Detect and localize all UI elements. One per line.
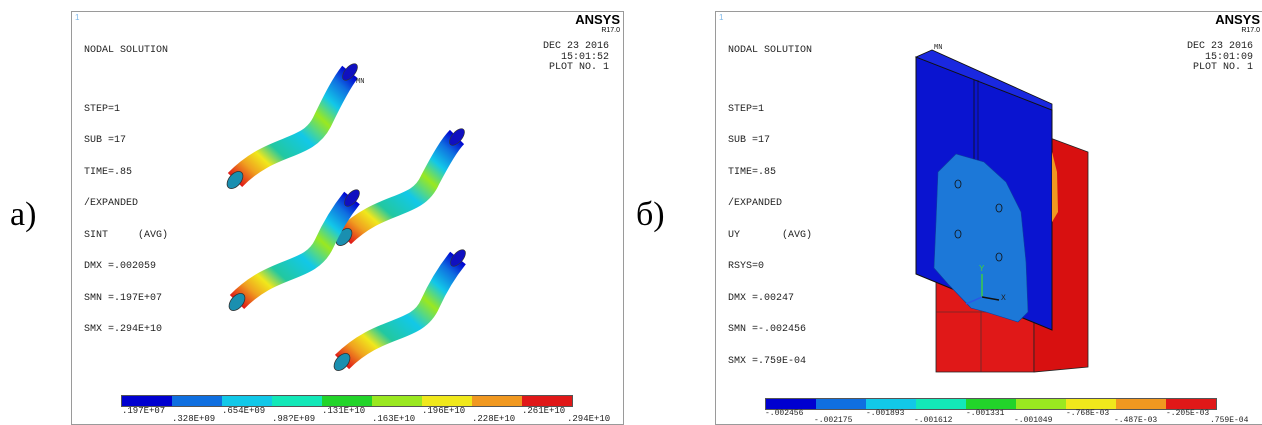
legend-swatch — [1116, 399, 1166, 409]
panel-a-label: а) — [10, 196, 37, 233]
max-location-label: MN — [356, 78, 365, 86]
window-number: 1 — [75, 13, 80, 22]
legend-tick: .759E-04 — [1210, 416, 1249, 425]
plot-number: PLOT NO. 1 — [548, 62, 609, 73]
legend-tick: .131E+10 — [322, 406, 366, 416]
legend-tick: .197E+07 — [122, 406, 166, 416]
contour-region — [933, 152, 1058, 323]
legend-swatch — [1066, 399, 1116, 409]
y-axis-label: Y — [979, 264, 985, 274]
result-info: NODAL SOLUTION STEP=1 SUB =17 TIME=.85 /… — [728, 25, 812, 388]
legend-swatch — [816, 399, 866, 409]
pipe-2 — [335, 128, 465, 246]
legend-tick: -.001049 — [1014, 416, 1053, 425]
info-smn: SMN =.197E+07 — [84, 292, 163, 304]
info-expanded: /EXPANDED — [84, 198, 139, 209]
legend-swatch — [122, 396, 172, 406]
panel-a-viewport: 1 NODAL SOLUTION STEP=1 SUB =17 TIME=.85… — [71, 11, 624, 425]
legend-tick: -.002456 — [765, 409, 804, 418]
plot-time: 15:01:09 — [1204, 51, 1253, 63]
pipe-1 — [226, 63, 358, 189]
plot-number: PLOT NO. 1 — [1192, 62, 1253, 73]
legend-swatch — [866, 399, 916, 409]
legend-tick: -.002175 — [814, 416, 853, 425]
info-step: STEP=1 — [728, 103, 765, 115]
legend-swatch — [222, 396, 272, 406]
legend-tick: .261E+10 — [522, 406, 566, 416]
legend-tick: .654E+09 — [222, 406, 266, 416]
result-info: NODAL SOLUTION STEP=1 SUB =17 TIME=.85 /… — [84, 25, 168, 357]
ansys-logo: ANSYS — [575, 12, 620, 27]
info-dmx: DMX =.00247 — [728, 292, 795, 304]
legend-swatch — [372, 396, 422, 406]
contour-legend-bar — [121, 395, 573, 407]
info-dmx: DMX =.002059 — [84, 261, 157, 272]
legend-tick: .328E+09 — [172, 414, 216, 424]
info-smx: SMX =.294E+10 — [84, 324, 163, 335]
legend-swatch — [766, 399, 816, 409]
date-block: DEC 23 2016 15:01:52 PLOT NO. 1 — [542, 41, 609, 74]
info-expanded: /EXPANDED — [728, 198, 783, 209]
date-block: DEC 23 2016 15:01:09 PLOT NO. 1 — [1186, 41, 1253, 74]
legend-swatch — [1016, 399, 1066, 409]
info-rsys: RSYS=0 — [728, 261, 765, 272]
legend-tick: .294E+10 — [567, 414, 611, 424]
plot-time: 15:01:52 — [560, 51, 609, 63]
legend-tick: -.001612 — [914, 416, 953, 425]
info-smn: SMN =-.002456 — [728, 324, 807, 335]
legend-tick: .98?E+09 — [272, 414, 316, 424]
pipes-contour-plot — [226, 63, 466, 371]
info-smx: SMX =.759E-04 — [728, 355, 807, 367]
legend-swatch — [322, 396, 372, 406]
legend-tick: -.768E-03 — [1066, 409, 1110, 418]
info-result-type: SINT (AVG) — [84, 229, 169, 241]
legend-swatch — [422, 396, 472, 406]
info-sub: SUB =17 — [728, 135, 771, 146]
legend-tick: -.205E-03 — [1166, 409, 1210, 418]
joint-contour-plot — [914, 49, 1089, 373]
pipe-4 — [333, 249, 466, 371]
legend-tick: .228E+10 — [472, 414, 516, 424]
info-time: TIME=.85 — [84, 166, 133, 178]
legend-swatch — [1166, 399, 1216, 409]
panel-b-label: б) — [636, 196, 665, 233]
min-location-label: MN — [934, 44, 943, 52]
ansys-logo: ANSYS — [1215, 12, 1260, 27]
info-time: TIME=.85 — [728, 166, 777, 178]
window-number: 1 — [719, 13, 724, 22]
legend-tick: .163E+10 — [372, 414, 416, 424]
ansys-version: R17.0 — [1241, 27, 1260, 34]
coordinate-triad — [965, 274, 1000, 305]
x-axis-label: X — [1001, 294, 1006, 303]
legend-swatch — [966, 399, 1016, 409]
legend-swatch — [916, 399, 966, 409]
legend-swatch — [172, 396, 222, 406]
pipe-3 — [228, 189, 360, 311]
legend-tick: .196E+10 — [422, 406, 466, 416]
plot-date: DEC 23 2016 — [542, 41, 609, 52]
info-result-type: UY (AVG) — [728, 229, 813, 241]
legend-tick: -.487E-03 — [1114, 416, 1158, 425]
result-title: NODAL SOLUTION — [728, 45, 813, 56]
panel-b-viewport: 1 NODAL SOLUTION STEP=1 SUB =17 TIME=.85… — [715, 11, 1262, 425]
info-step: STEP=1 — [84, 103, 121, 115]
legend-tick: -.001331 — [966, 409, 1005, 418]
legend-swatch — [272, 396, 322, 406]
bolt-holes — [954, 179, 1003, 262]
ansys-version: R17.0 — [601, 27, 620, 34]
plot-date: DEC 23 2016 — [1186, 41, 1253, 52]
legend-tick: -.001893 — [866, 409, 905, 418]
result-title: NODAL SOLUTION — [84, 45, 169, 56]
contour-legend-bar — [765, 398, 1217, 410]
legend-swatch — [472, 396, 522, 406]
legend-swatch — [522, 396, 572, 406]
info-sub: SUB =17 — [84, 135, 127, 146]
